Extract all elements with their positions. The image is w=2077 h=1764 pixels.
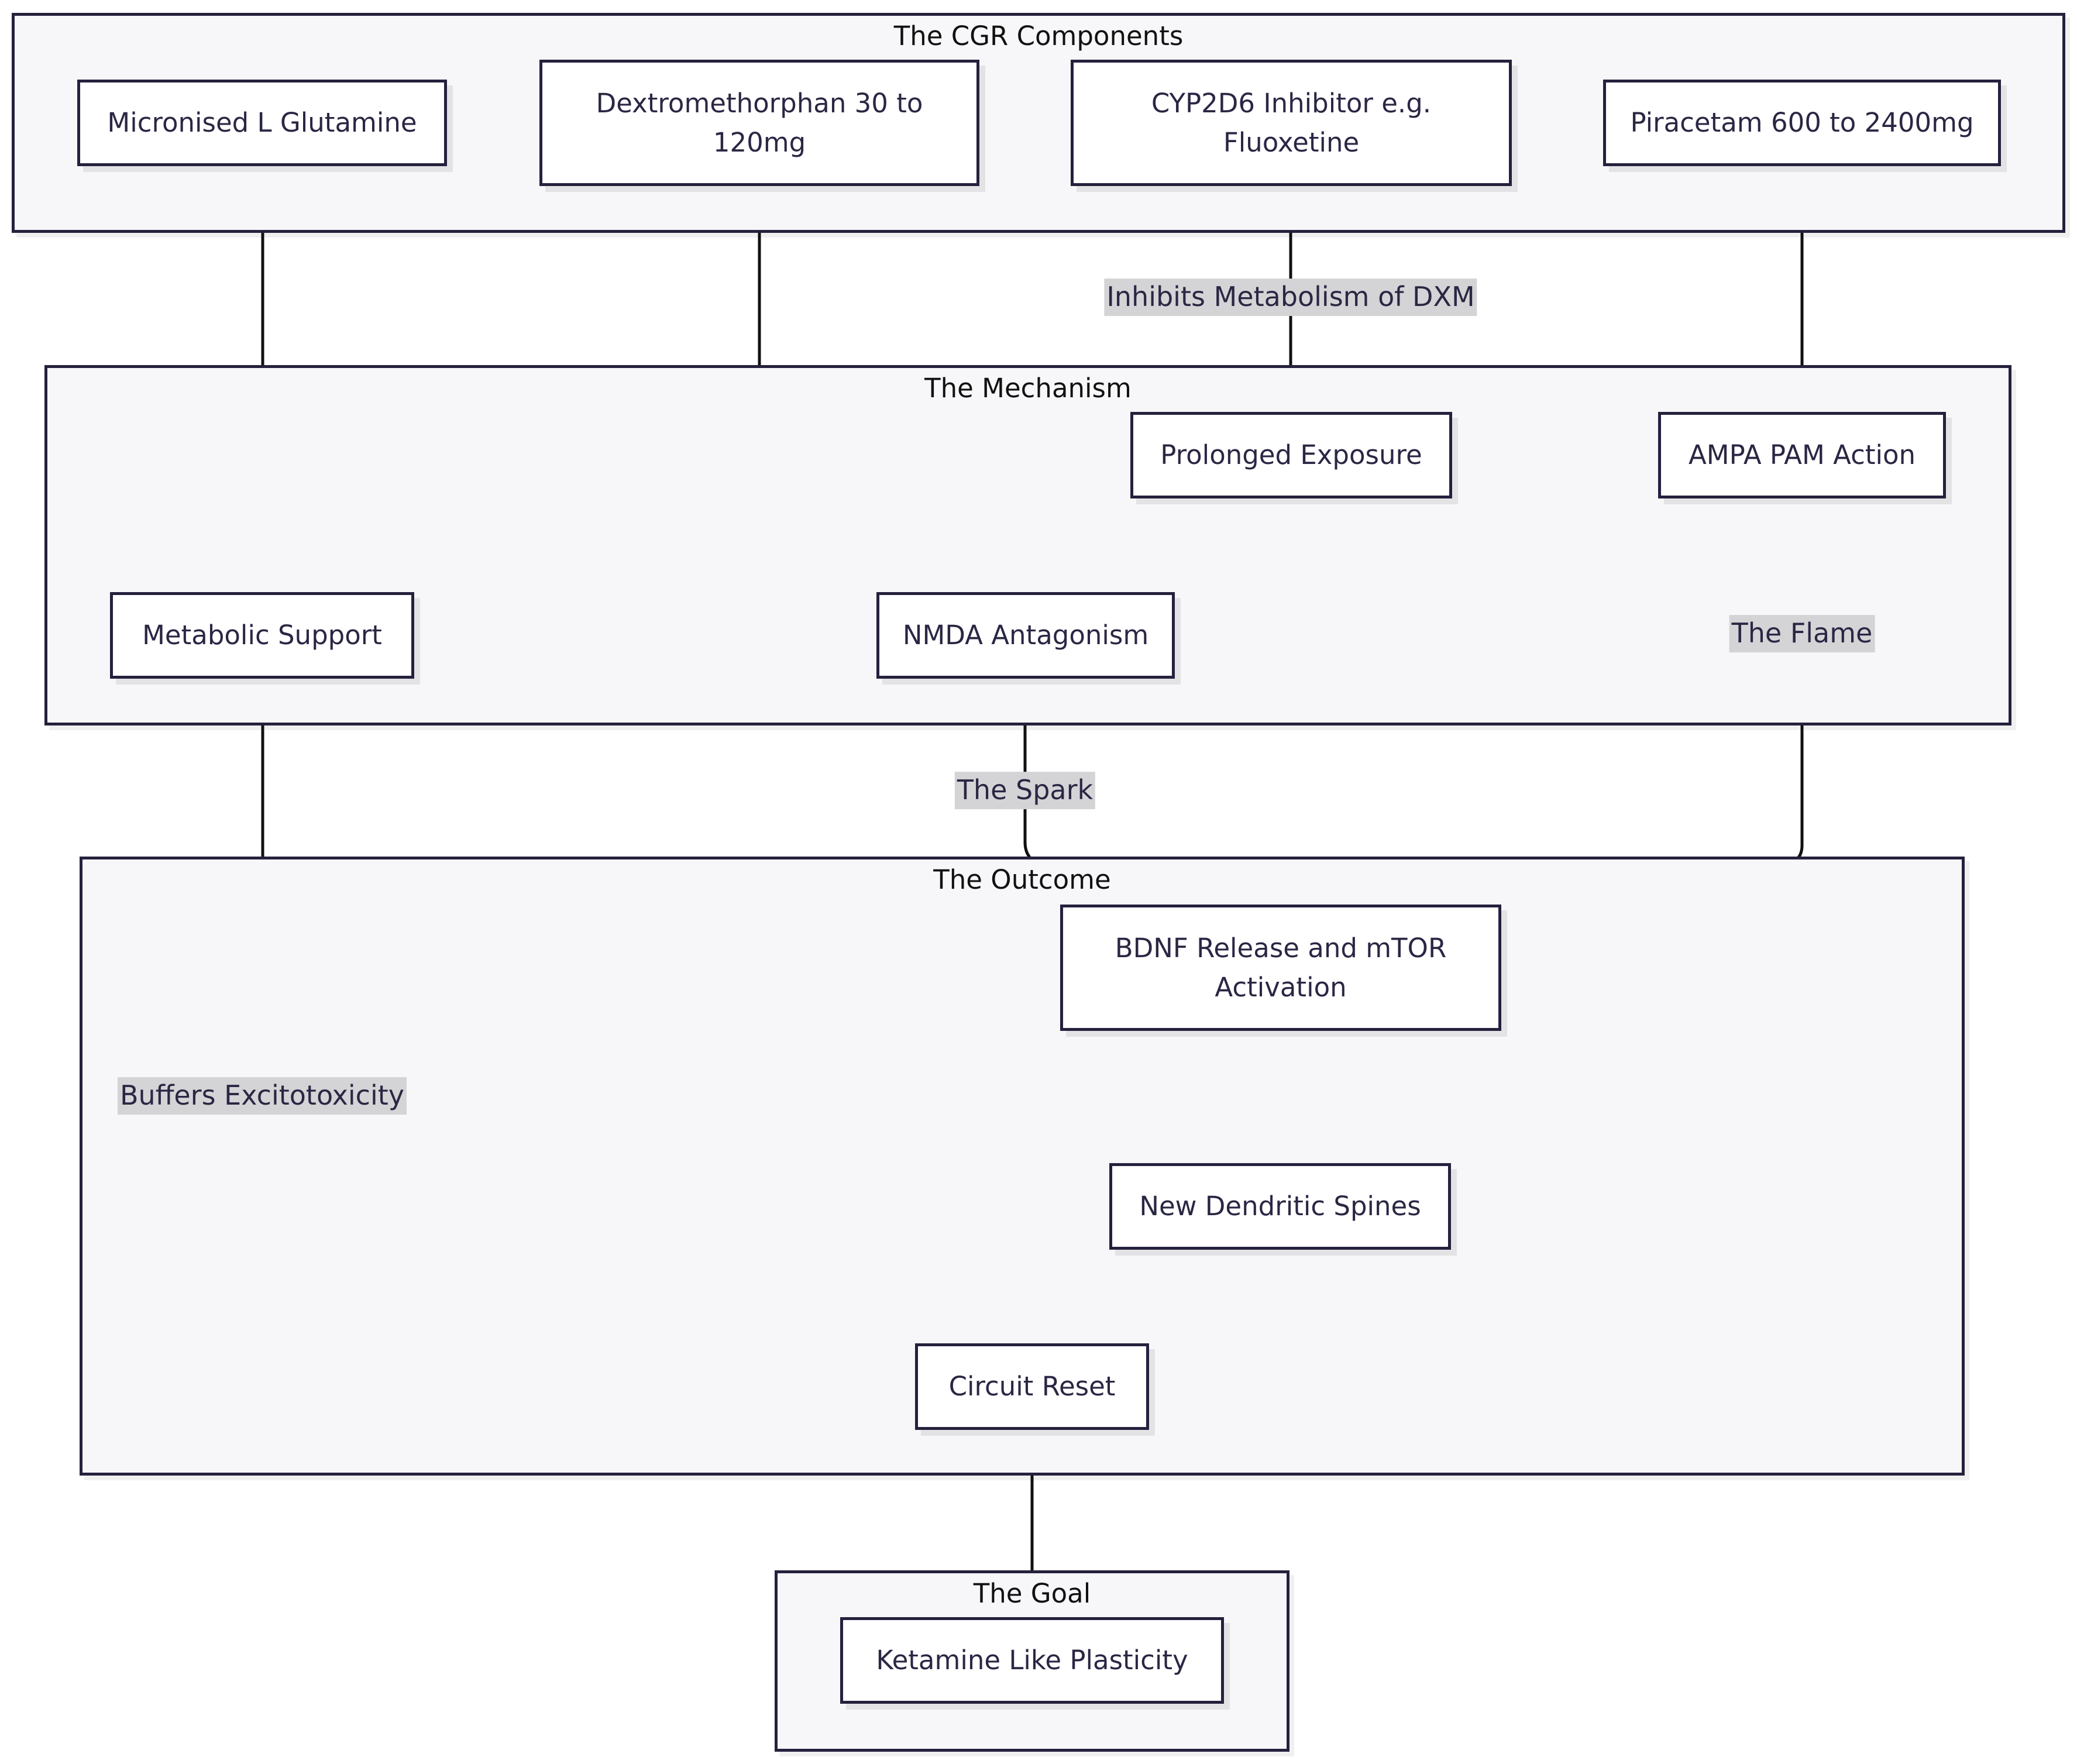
node-dextromethorphan[interactable]: Dextromethorphan 30 to 120mg <box>539 60 979 186</box>
cluster-goal-title: The Goal <box>973 1578 1091 1609</box>
edge-label-inhibits-metabolism: Inhibits Metabolism of DXM <box>1104 278 1477 316</box>
node-cyp2d6-inhibitor[interactable]: CYP2D6 Inhibitor e.g. Fluoxetine <box>1071 60 1512 186</box>
node-ampa-pam-action[interactable]: AMPA PAM Action <box>1658 412 1946 498</box>
edge-label-the-flame: The Flame <box>1729 615 1875 652</box>
node-nmda-antagonism[interactable]: NMDA Antagonism <box>876 592 1175 679</box>
node-circuit-reset[interactable]: Circuit Reset <box>915 1343 1149 1430</box>
node-ketamine-like-plasticity[interactable]: Ketamine Like Plasticity <box>840 1617 1224 1704</box>
node-piracetam[interactable]: Piracetam 600 to 2400mg <box>1603 80 2001 166</box>
node-new-dendritic-spines[interactable]: New Dendritic Spines <box>1109 1163 1451 1250</box>
node-bdnf-mtor[interactable]: BDNF Release and mTOR Activation <box>1060 905 1501 1031</box>
cluster-mechanism-title: The Mechanism <box>924 373 1132 404</box>
node-metabolic-support[interactable]: Metabolic Support <box>110 592 414 679</box>
edge-label-the-spark: The Spark <box>954 772 1096 809</box>
node-micronised-l-glutamine[interactable]: Micronised L Glutamine <box>77 80 447 166</box>
cluster-outcome-title: The Outcome <box>933 864 1111 895</box>
node-prolonged-exposure[interactable]: Prolonged Exposure <box>1130 412 1452 498</box>
cluster-components-title: The CGR Components <box>893 20 1184 51</box>
edge-label-buffers-excitotoxicity: Buffers Excitotoxicity <box>117 1077 407 1115</box>
